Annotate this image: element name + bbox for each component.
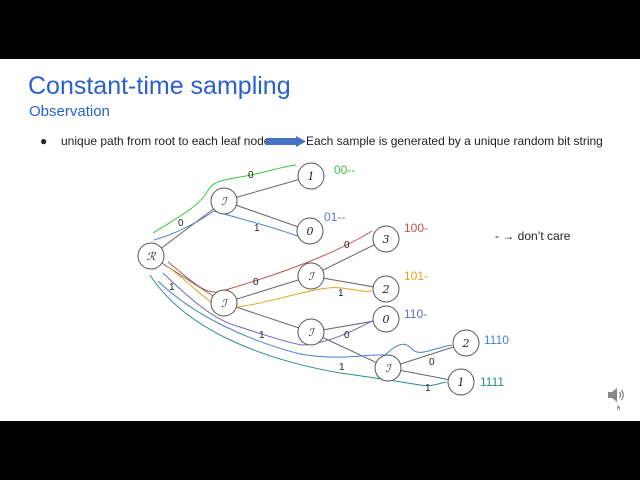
edge-label: 1 bbox=[339, 362, 345, 373]
page-number: 6 bbox=[617, 406, 621, 412]
svg-text:3: 3 bbox=[383, 233, 390, 246]
leaf-label-1110: 1110 bbox=[484, 333, 509, 347]
internal-node: ℐ bbox=[297, 318, 325, 346]
internal-node: ℐ bbox=[297, 262, 325, 290]
svg-text:ℐ: ℐ bbox=[308, 270, 315, 283]
leaf-node: 1 bbox=[447, 368, 475, 396]
speaker-icon[interactable] bbox=[606, 386, 626, 404]
edge-label: 1 bbox=[338, 288, 344, 299]
edge-label: 0 bbox=[344, 240, 350, 251]
internal-node: ℐ bbox=[210, 289, 238, 317]
bullet-text-before: unique path from root to each leaf node bbox=[61, 134, 271, 148]
internal-node: ℐ bbox=[210, 187, 238, 215]
leaf-labels: 00-- 01-- 100- 101- 110- 1110 1111 bbox=[324, 163, 509, 389]
edge-label: 0 bbox=[429, 357, 435, 368]
edge-label: 1 bbox=[169, 282, 175, 293]
edge-labels: 0 1 0 0 1 1 0 1 0 1 1 0 bbox=[169, 170, 435, 394]
svg-text:1: 1 bbox=[308, 170, 315, 183]
svg-text:ℐ: ℐ bbox=[308, 326, 315, 339]
svg-text:0: 0 bbox=[307, 225, 314, 238]
svg-text:0: 0 bbox=[383, 313, 390, 326]
path-1110 bbox=[157, 280, 453, 358]
svg-text:2: 2 bbox=[382, 283, 390, 296]
leaf-node: 2 bbox=[452, 329, 480, 357]
svg-text:2: 2 bbox=[462, 337, 470, 350]
leaf-label-101: 101- bbox=[404, 269, 428, 283]
leaf-label-110: 110- bbox=[404, 307, 427, 321]
edge-label: 0 bbox=[178, 218, 184, 229]
bullet-dot: ● bbox=[40, 134, 48, 148]
path-00 bbox=[152, 164, 297, 234]
path-1111 bbox=[149, 274, 447, 387]
leaf-node: 2 bbox=[372, 275, 400, 303]
dont-care-note: - → don’t care bbox=[495, 229, 571, 243]
slide-title: Constant-time sampling bbox=[28, 72, 291, 100]
path-101 bbox=[167, 266, 373, 310]
slide-subtitle: Observation bbox=[29, 103, 110, 120]
leaf-node: 3 bbox=[372, 225, 400, 253]
leaf-label-00: 00-- bbox=[334, 163, 355, 177]
sampling-tree-diagram: ℛ ℐ ℐ ℐ ℐ ℐ 1 bbox=[137, 162, 509, 396]
svg-text:ℛ: ℛ bbox=[147, 250, 157, 263]
leaf-node: 0 bbox=[296, 217, 324, 245]
leaf-label-1111: 1111 bbox=[480, 375, 504, 389]
leaf-node: 1 bbox=[297, 162, 325, 190]
path-100 bbox=[167, 230, 373, 293]
edge-label: 0 bbox=[344, 330, 350, 341]
leaf-label-100: 100- bbox=[404, 221, 428, 235]
edge-label: 1 bbox=[425, 383, 431, 394]
svg-text:ℐ: ℐ bbox=[221, 195, 228, 208]
edge-label: 0 bbox=[248, 170, 254, 181]
slide: Constant-time sampling Observation ● uni… bbox=[0, 59, 640, 421]
root-node: ℛ bbox=[137, 242, 165, 270]
internal-node: ℐ bbox=[374, 354, 402, 382]
svg-text:ℐ: ℐ bbox=[221, 297, 228, 310]
tree-nodes: ℛ ℐ ℐ ℐ ℐ ℐ 1 bbox=[137, 162, 480, 396]
right-arrow-icon bbox=[266, 136, 306, 147]
path-01 bbox=[153, 210, 301, 241]
svg-text:1: 1 bbox=[458, 376, 465, 389]
sample-paths bbox=[149, 164, 453, 387]
bullet-text-after: Each sample is generated by a unique ran… bbox=[306, 134, 603, 148]
svg-text:ℐ: ℐ bbox=[385, 362, 392, 375]
edge-label: 1 bbox=[259, 330, 265, 341]
edge-label: 0 bbox=[253, 277, 259, 288]
leaf-node: 0 bbox=[372, 305, 400, 333]
leaf-label-01: 01-- bbox=[324, 210, 345, 224]
edge-label: 1 bbox=[254, 223, 260, 234]
path-110 bbox=[162, 272, 373, 346]
